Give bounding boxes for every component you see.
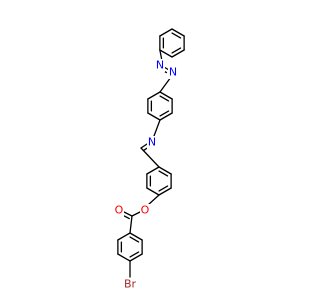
- azo-n2-label-bg: [168, 66, 178, 79]
- bond-20: [129, 253, 143, 262]
- imine-n-label-bg: [147, 136, 157, 149]
- bond-23: [117, 232, 131, 241]
- bond-0: [171, 28, 185, 37]
- bond-20-inner: [129, 251, 140, 258]
- bromine-label-bg: [122, 278, 138, 291]
- bond-17: [146, 166, 160, 175]
- bond-33: [129, 215, 133, 234]
- bond-21: [117, 253, 131, 262]
- ester-o-bridge-label: O: [141, 204, 150, 217]
- bond-11: [147, 91, 161, 100]
- azo-n1-label-bg: [155, 59, 165, 72]
- bond-26: [159, 76, 172, 93]
- bond-0-inner: [171, 32, 182, 39]
- bond-31: [131, 211, 141, 217]
- imine-n-label: N: [148, 136, 156, 149]
- molecule-structure: N N N O O Br: [114, 28, 185, 291]
- bromine-label: Br: [124, 278, 137, 291]
- bond-6-inner: [159, 95, 170, 102]
- carbonyl-o-label: O: [115, 204, 124, 217]
- bond-3: [159, 49, 173, 58]
- bond-28: [140, 143, 148, 149]
- bond-2: [171, 49, 185, 58]
- bond-18: [129, 232, 143, 241]
- bond-18-inner: [129, 236, 140, 243]
- bond-15: [146, 187, 160, 196]
- bond-29: [140, 147, 160, 168]
- bond-8-inner: [159, 110, 170, 117]
- bond-5: [159, 28, 173, 37]
- bond-12: [158, 166, 172, 175]
- bond-27: [153, 119, 161, 137]
- bond-32: [123, 211, 133, 217]
- carbonyl-o-label-bg: [114, 204, 124, 217]
- bond-12-inner: [158, 170, 169, 177]
- atom-label-layer: N N N O O Br: [114, 59, 178, 291]
- bond-30: [147, 194, 160, 206]
- ester-o-label-bg: [140, 204, 150, 217]
- azo-n2-label: N: [169, 66, 177, 79]
- bond-8: [159, 112, 173, 121]
- bond-2-inner: [171, 47, 182, 54]
- bond-14-inner: [158, 185, 169, 192]
- bond-32-inner: [122, 215, 130, 220]
- azo-n1-label: N: [156, 59, 164, 72]
- bond-14: [158, 187, 172, 196]
- bond-9: [147, 112, 161, 121]
- bond-6: [159, 91, 173, 100]
